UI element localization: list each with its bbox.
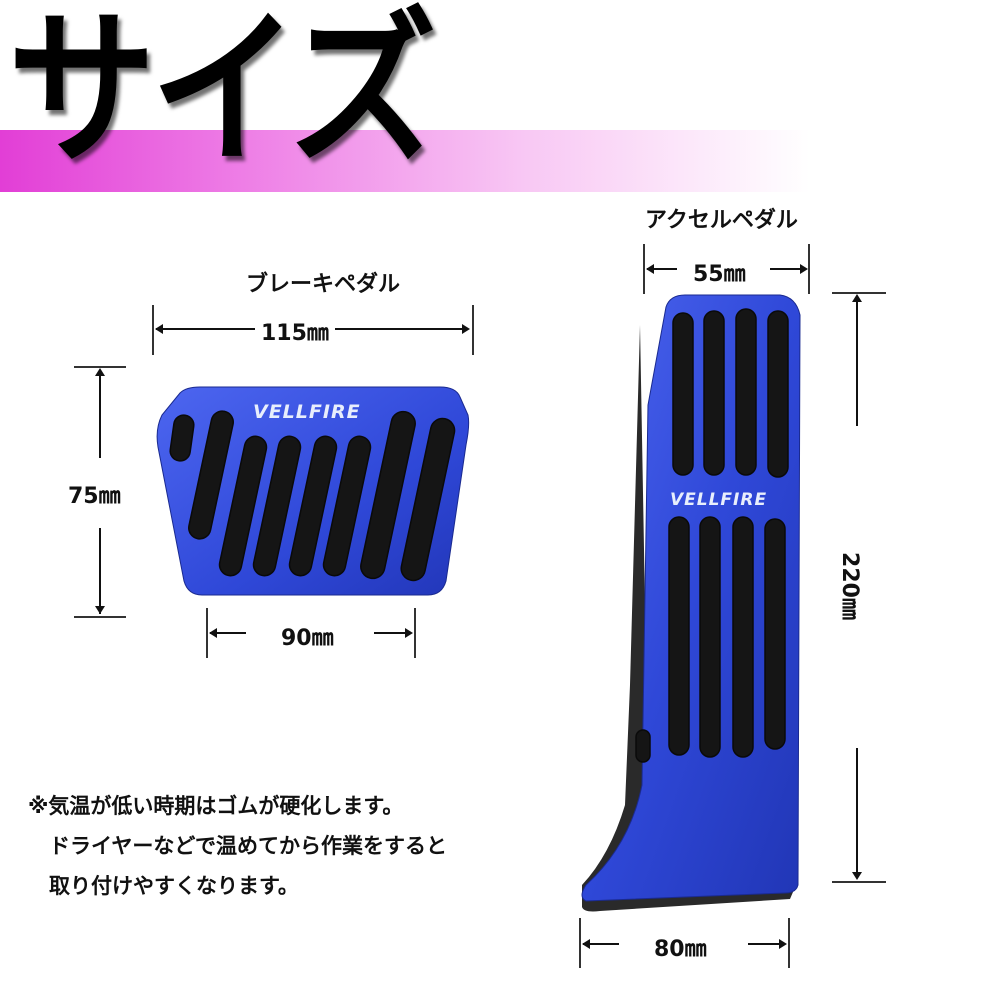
caution-note-line: ドライヤーなどで温めてから作業をすると [28, 834, 447, 858]
accel-bottom-width-value: 80㎜ [654, 937, 707, 962]
arrow-left-icon [209, 628, 217, 638]
arrow-up-icon [95, 368, 105, 376]
brake-top-width-value: 115㎜ [255, 315, 335, 347]
brake-height-line-upper [99, 370, 101, 458]
caution-note: ※気温が低い時期はゴムが硬化します。 ドライヤーなどで温めてから作業をすると 取… [28, 786, 447, 906]
arrow-left-icon [646, 264, 654, 274]
brake-top-dim-tick-right [472, 305, 474, 355]
arrow-down-icon [95, 606, 105, 614]
arrow-down-icon [852, 872, 862, 880]
arrow-left-icon [155, 324, 163, 334]
arrow-right-icon [405, 628, 413, 638]
accel-pedal-image: VELLFIRE [581, 294, 801, 912]
caution-note-line: 取り付けやすくなります。 [28, 874, 299, 898]
brake-pedal-image: VELLFIRE [156, 386, 470, 596]
brake-bottom-tick-right [414, 608, 416, 658]
accel-pedal-label: アクセルペダル [645, 208, 798, 233]
accel-top-tick-left [643, 244, 645, 294]
brake-bottom-line-right [374, 632, 410, 634]
accel-height-tick-bottom [832, 881, 886, 883]
accel-top-line-right [770, 268, 805, 270]
caution-note-line: ※気温が低い時期はゴムが硬化します。 [28, 794, 404, 818]
brake-height-value: 75㎜ [68, 484, 121, 509]
arrow-left-icon [582, 939, 590, 949]
brake-top-dim-tick-left [152, 305, 154, 355]
brake-bottom-width-value: 90㎜ [281, 626, 334, 651]
arrow-right-icon [779, 939, 787, 949]
accel-bottom-tick-left [579, 918, 581, 968]
accel-bottom-line-left [583, 943, 619, 945]
accel-height-value: 220㎜ [836, 552, 862, 620]
accel-top-width-value: 55㎜ [693, 262, 746, 287]
brake-height-tick-bottom [74, 616, 126, 618]
arrow-up-icon [852, 294, 862, 302]
accel-top-line-left [647, 268, 677, 270]
brake-bottom-line-left [210, 632, 246, 634]
brake-pedal-label: ブレーキペダル [246, 272, 401, 297]
title-gradient-band [0, 130, 810, 192]
accel-height-line-upper [856, 296, 858, 426]
page-title: サイズ [8, 0, 437, 188]
accel-height-line-lower [856, 748, 858, 878]
accel-height-tick-top [832, 292, 886, 294]
accel-top-tick-right [808, 244, 810, 294]
accel-bottom-tick-right [788, 918, 790, 968]
brake-height-line-lower [99, 528, 101, 614]
accel-logo-text: VELLFIRE [670, 490, 767, 510]
brake-height-tick-top [74, 366, 126, 368]
brake-logo-text: VELLFIRE [253, 401, 361, 423]
arrow-right-icon [800, 264, 808, 274]
accel-bottom-line-right [748, 943, 784, 945]
brake-bottom-tick-left [206, 608, 208, 658]
arrow-right-icon [462, 324, 470, 334]
